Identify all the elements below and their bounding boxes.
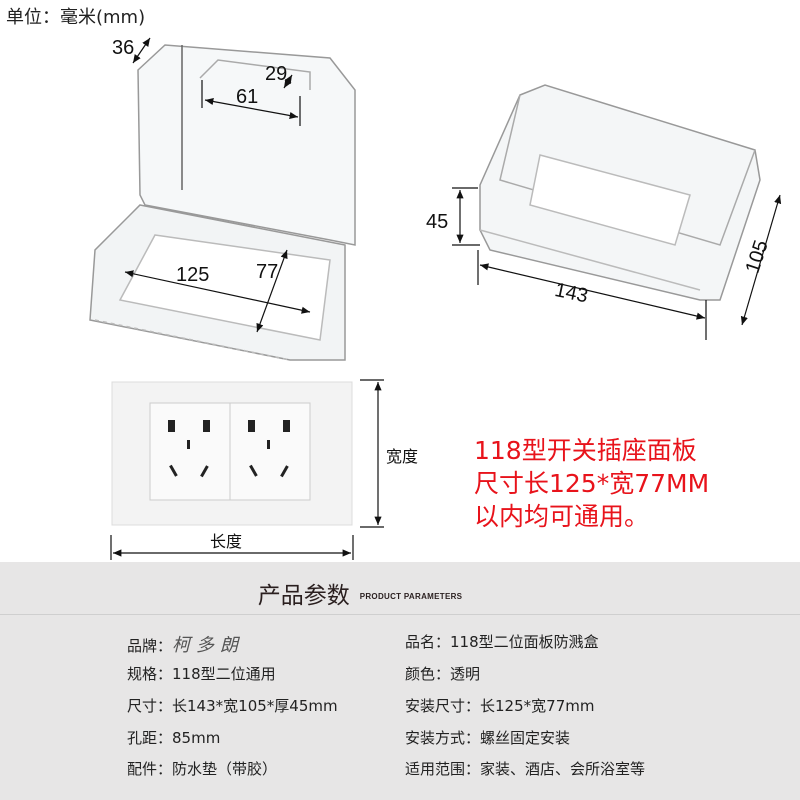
open-box-image: [89, 44, 356, 361]
param-label: 颜色：: [405, 665, 451, 683]
param-label: 规格：: [127, 665, 173, 683]
param-value: 118型二位通用: [172, 665, 276, 683]
dim-143: 143: [553, 279, 590, 307]
dim-45: 45: [426, 211, 448, 233]
callout-line: 以内均可通用。: [474, 502, 650, 531]
closed-box-image: [479, 84, 761, 301]
param-label: 适用范围：: [405, 760, 481, 778]
product-diagrams: 36 29 61 125 77 45 143 105 长度 宽度: [89, 37, 782, 560]
param-value: 长125*宽77mm: [480, 697, 595, 715]
param-label: 孔距：: [127, 729, 173, 747]
socket-panel-image: [111, 381, 353, 526]
parameters-title-en: PRODUCT PARAMETERS: [359, 592, 463, 601]
param-value: 85mm: [172, 729, 221, 747]
brand-logo-text: 柯多朗: [172, 635, 245, 656]
param-value: 长143*宽105*厚45mm: [172, 697, 338, 715]
divider: [0, 614, 800, 615]
callout-line: 118型开关插座面板: [474, 436, 697, 465]
parameters-title: 产品参数 PRODUCT PARAMETERS: [0, 576, 720, 610]
dim-61: 61: [236, 86, 258, 108]
param-value: 防水垫（带胶）: [172, 760, 278, 778]
param-install-method: 安装方式：螺丝固定安装: [405, 727, 570, 748]
param-label: 品牌：: [127, 637, 173, 655]
param-size: 尺寸：长143*宽105*厚45mm: [127, 695, 338, 716]
param-hole-distance: 孔距：85mm: [127, 727, 220, 748]
product-parameters-section: 产品参数 PRODUCT PARAMETERS 品牌：柯多朗 规格：118型二位通…: [0, 562, 800, 800]
panel-length-label: 长度: [210, 532, 242, 551]
unit-label: 单位：毫米(mm): [6, 7, 146, 28]
param-label: 品名：: [405, 633, 451, 651]
dim-77: 77: [256, 261, 278, 283]
compatibility-callout: 118型开关插座面板 尺寸长125*宽77MM 以内均可通用。: [474, 434, 709, 533]
param-value: 家装、酒店、会所浴室等: [480, 760, 646, 778]
dim-29: 29: [265, 63, 287, 85]
dim-36: 36: [112, 37, 134, 59]
panel-dimensions: [110, 379, 384, 560]
param-value: 透明: [450, 665, 481, 683]
param-label: 安装尺寸：: [405, 697, 481, 715]
param-brand: 品牌：柯多朗: [127, 631, 244, 657]
param-accessory: 配件：防水垫（带胶）: [127, 758, 277, 779]
dim-125: 125: [176, 264, 209, 286]
panel-width-label: 宽度: [386, 447, 418, 466]
param-install-size: 安装尺寸：长125*宽77mm: [405, 695, 594, 716]
param-color: 颜色：透明: [405, 663, 480, 684]
parameters-title-cn: 产品参数: [257, 583, 350, 609]
closed-box-dimensions: [452, 187, 782, 340]
param-spec: 规格：118型二位通用: [127, 663, 276, 684]
param-label: 配件：: [127, 760, 173, 778]
param-value: 螺丝固定安装: [480, 729, 571, 747]
open-box-dimensions: [124, 37, 311, 333]
param-label: 尺寸：: [127, 697, 173, 715]
param-usage-scope: 适用范围：家装、酒店、会所浴室等: [405, 758, 645, 779]
param-product-name: 品名：118型二位面板防溅盒: [405, 631, 599, 652]
dim-105: 105: [742, 238, 773, 277]
param-value: 118型二位面板防溅盒: [450, 633, 599, 651]
param-label: 安装方式：: [405, 729, 481, 747]
callout-line: 尺寸长125*宽77MM: [474, 469, 710, 498]
